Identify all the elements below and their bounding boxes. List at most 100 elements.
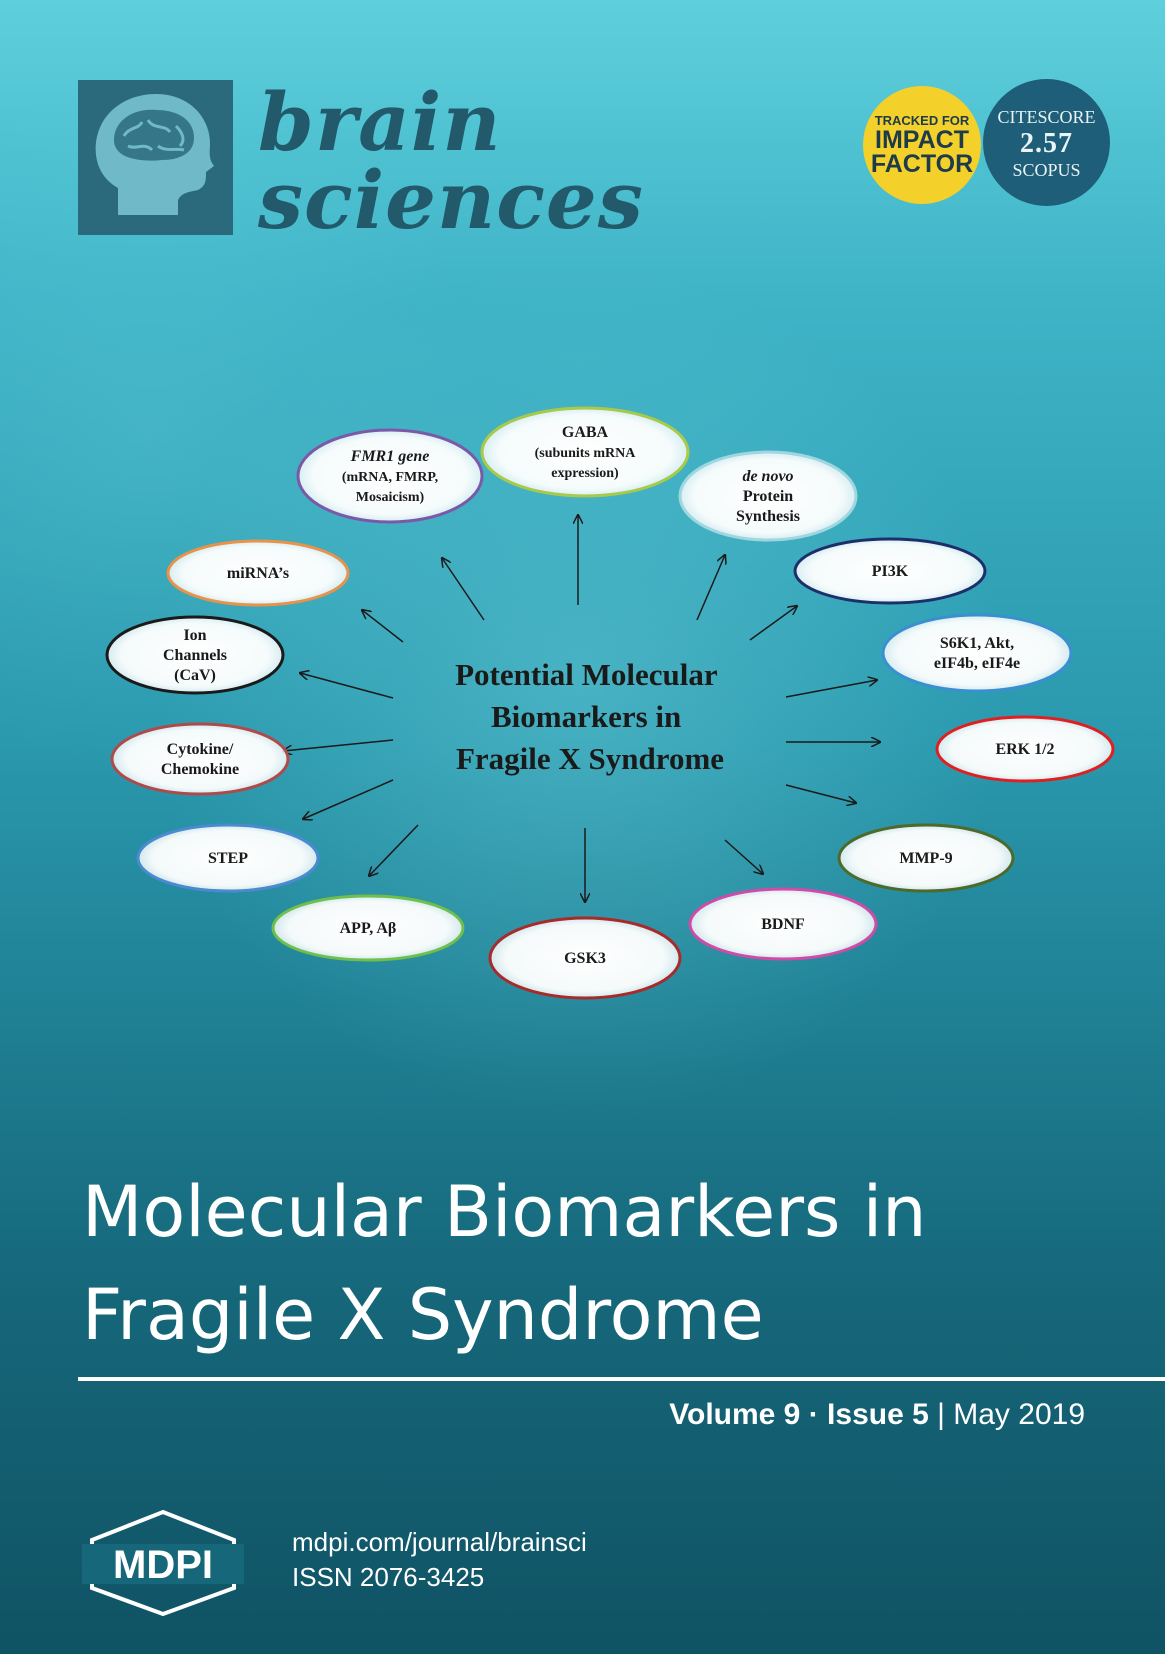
diagram-node-ellipse <box>136 823 320 893</box>
diagram-node-gaba: GABA (subunits mRNA expression) <box>480 406 690 498</box>
diagram-node-label: PI3K <box>872 563 909 580</box>
diagram-center-title: Potential Molecular Biomarkers in Fragil… <box>455 657 725 776</box>
diagram-node-line: Chemokine <box>161 761 239 778</box>
journal-name-line2: sciences <box>258 153 644 247</box>
diagram-node-label: APP, Aβ <box>340 920 397 937</box>
diagram-node-line: GABA <box>562 424 609 441</box>
diagram-node-ellipse <box>480 406 690 498</box>
diagram-node-label: STEP <box>208 850 248 867</box>
diagram-node-ellipse <box>935 715 1115 783</box>
diagram-arrow <box>362 610 404 643</box>
issue-date: May 2019 <box>953 1398 1085 1431</box>
citescore-source: SCOPUS <box>1012 160 1081 180</box>
date-divider: | <box>928 1398 954 1431</box>
diagram-node-ellipse <box>110 722 290 796</box>
diagram-node-line: Channels <box>163 647 227 664</box>
diagram-node-ellipse <box>166 539 350 607</box>
biomarker-diagram: GABA (subunits mRNA expression) FMR1 gene (m… <box>105 406 1115 1000</box>
title-divider <box>78 1377 1165 1381</box>
diagram-node-ellipse <box>678 450 858 542</box>
diagram-node-label: BDNF <box>761 916 805 933</box>
center-line-1: Potential Molecular <box>455 657 718 692</box>
diagram-node-line: de novo <box>742 468 793 485</box>
diagram-node-line: Protein <box>743 488 793 505</box>
diagram-arrow <box>696 555 725 621</box>
diagram-node-label: Cytokine/Chemokine <box>161 741 239 778</box>
citescore-badge: CITESCORE 2.57 SCOPUS <box>983 79 1110 206</box>
diagram-node-label: S6K1, Akt,eIF4b, eIF4e <box>934 635 1020 672</box>
diagram-node-cytokine: Cytokine/Chemokine <box>110 722 290 796</box>
diagram-node-mirna: miRNA’s <box>166 539 350 607</box>
diagram-node-bdnf: BDNF <box>688 887 878 961</box>
diagram-node-line: APP, Aβ <box>340 920 397 937</box>
diagram-node-line: (subunits mRNA <box>535 446 637 461</box>
diagram-node-ellipse <box>793 537 987 605</box>
diagram-arrow <box>369 824 419 876</box>
diagram-node-line: (mRNA, FMRP, <box>342 470 438 485</box>
diagram-arrow <box>303 779 394 819</box>
impact-badge-line2: IMPACT <box>875 126 969 154</box>
diagram-node-ellipse <box>296 428 484 524</box>
issn: ISSN 2076-3425 <box>292 1562 485 1592</box>
diagram-node-ellipse <box>105 615 285 695</box>
diagram-arrow <box>749 606 797 641</box>
citescore-value: 2.57 <box>1020 128 1073 159</box>
issue-info: Volume 9 · Issue 5 | May 2019 <box>669 1398 1085 1432</box>
issue-label: Issue 5 <box>827 1398 929 1431</box>
diagram-node-line: (CaV) <box>174 667 216 684</box>
diagram-arrow <box>785 680 877 698</box>
journal-name-line1: brain <box>258 75 502 169</box>
diagram-node-line: Ion <box>183 627 206 644</box>
journal-url[interactable]: mdpi.com/journal/brainsci <box>292 1527 587 1557</box>
diagram-arrow <box>300 673 394 699</box>
cover-title-line1: Molecular Biomarkers in <box>82 1171 927 1253</box>
journal-logo <box>78 80 233 235</box>
diagram-node-line: STEP <box>208 850 248 867</box>
citescore-label: CITESCORE <box>997 107 1096 127</box>
diagram-node-fmr1: FMR1 gene(mRNA, FMRP,Mosaicism) <box>296 428 484 524</box>
diagram-node-pi3k: PI3K <box>793 537 987 605</box>
diagram-node-ellipse <box>488 916 682 1000</box>
diagram-node-line: MMP-9 <box>899 850 952 867</box>
diagram-arrow <box>283 739 394 751</box>
volume-label: Volume 9 <box>669 1398 801 1431</box>
diagram-node-line: Cytokine/ <box>167 741 234 758</box>
diagram-node-ellipse <box>271 894 465 962</box>
diagram-node-label: ERK 1/2 <box>995 741 1054 758</box>
mdpi-logo-text: MDPI <box>113 1543 213 1587</box>
diagram-node-ellipse <box>837 823 1015 893</box>
diagram-node-line: S6K1, Akt, <box>940 635 1014 652</box>
diagram-node-mmp9: MMP-9 <box>837 823 1015 893</box>
impact-badge-line1: TRACKED FOR <box>874 113 970 128</box>
diagram-node-step: STEP <box>136 823 320 893</box>
diagram-node-erk: ERK 1/2 <box>935 715 1115 783</box>
diagram-arrow <box>785 784 856 803</box>
diagram-node-line: miRNA’s <box>227 565 289 582</box>
diagram-node-line: FMR1 gene <box>350 448 430 465</box>
diagram-arrow <box>724 839 763 874</box>
diagram-node-ellipse <box>688 887 878 961</box>
diagram-node-label: GABA (subunits mRNA expression) <box>535 424 637 481</box>
diagram-node-app: APP, Aβ <box>271 894 465 962</box>
diagram-node-line: expression) <box>551 466 619 481</box>
diagram-node-line: GSK3 <box>564 950 606 967</box>
diagram-node-label: miRNA’s <box>227 565 289 582</box>
diagram-node-line: PI3K <box>872 563 909 580</box>
diagram-arrow <box>442 558 485 621</box>
diagram-node-s6k1: S6K1, Akt,eIF4b, eIF4e <box>881 613 1073 693</box>
diagram-node-line: BDNF <box>761 916 805 933</box>
diagram-node-ellipse <box>881 613 1073 693</box>
center-line-2: Biomarkers in <box>491 699 681 734</box>
diagram-node-gsk3: GSK3 <box>488 916 682 1000</box>
brain-head-icon <box>95 94 214 215</box>
diagram-node-line: Synthesis <box>736 508 800 525</box>
mdpi-logo: MDPI <box>82 1509 244 1617</box>
diagram-node-label: MMP-9 <box>899 850 952 867</box>
diagram-node-label: FMR1 gene(mRNA, FMRP,Mosaicism) <box>342 448 438 505</box>
center-line-3: Fragile X Syndrome <box>456 741 724 776</box>
